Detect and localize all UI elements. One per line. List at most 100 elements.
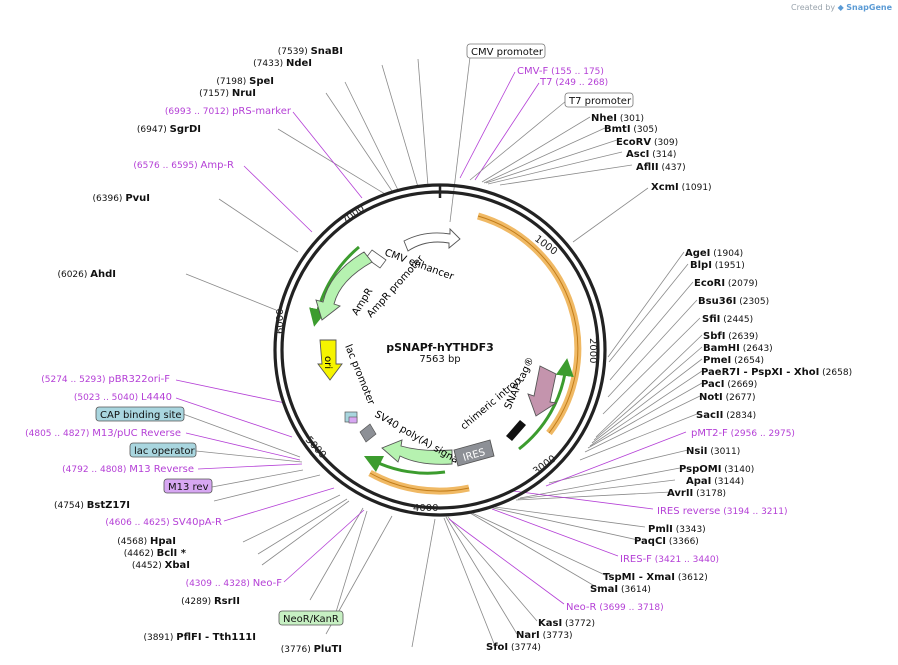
primer-sites: (6993 .. 7012) pRS-marker (6576 .. 6595) …: [25, 66, 795, 613]
neo-orange-arc-inner: [369, 472, 470, 492]
site-nsii: NsiI (3011): [686, 446, 740, 457]
site-nhei: NheI (301): [591, 113, 644, 124]
tick-7000: 7000: [340, 203, 367, 227]
site-sgrdi: (6947) SgrDI: [137, 124, 201, 135]
ampr-promoter-box: [365, 249, 387, 269]
site-ndei: (7433) NdeI: [253, 58, 312, 69]
ori-label: ori: [322, 356, 333, 369]
neo-orange-arc: [368, 469, 470, 495]
feature-box-neor-kanr[interactable]: NeoR/KanR: [278, 610, 344, 626]
site-bcli: (4462) BclI *: [124, 548, 187, 559]
primer-neo-f: (4309 .. 4328) Neo-F: [186, 578, 283, 589]
site-blpi: BlpI (1951): [690, 260, 745, 271]
lac-small-elements: [344, 411, 377, 443]
feature-box-cap-binding-site[interactable]: CAP binding site: [95, 406, 185, 422]
primer-t7: T7 (249 .. 268): [539, 77, 608, 88]
primer-leaders: [175, 71, 687, 605]
site-bstz17i: (4754) BstZ17I: [54, 500, 130, 511]
site-bmti: BmtI (305): [604, 124, 658, 135]
site-ecorv: EcoRV (309): [616, 137, 678, 148]
snapgene-logo-icon: ◆: [837, 3, 844, 12]
site-asci: AscI (314): [626, 149, 676, 160]
site-tspmi-xmai: TspMI - XmaI (3612): [603, 572, 708, 583]
site-smai: SmaI (3614): [590, 584, 651, 595]
feature-box-m13-rev[interactable]: M13 rev: [163, 478, 213, 494]
site-sbfi: SbfI (2639): [703, 331, 758, 342]
credit-text: Created by: [791, 3, 836, 12]
svg-text:T7 promoter: T7 promoter: [568, 96, 632, 107]
primer-neo-r: Neo-R (3699 .. 3718): [566, 602, 664, 613]
primer-l4440: (5023 .. 5040) L4440: [74, 392, 172, 403]
site-pspomi: PspOMI (3140): [679, 464, 754, 475]
ori-arrow: ori: [317, 339, 343, 381]
enzyme-leaders: [185, 58, 703, 648]
site-pluti: (3776) PluTI: [281, 644, 342, 655]
neo-green-arc: [363, 455, 446, 475]
site-pmei: PmeI (2654): [703, 355, 764, 366]
site-paci: PacI (2669): [701, 379, 757, 390]
site-apai: ApaI (3144): [686, 476, 744, 487]
site-noti: NotI (2677): [699, 392, 756, 403]
svg-text:NeoR/KanR: NeoR/KanR: [283, 614, 339, 625]
snap-orange-arc-inner: [477, 215, 579, 434]
box-leaders: [182, 56, 567, 613]
site-hpai: (4568) HpaI: [117, 536, 176, 547]
site-snabi: (7539) SnaBI: [278, 46, 343, 57]
tick-3000: 3000: [531, 454, 558, 478]
primer-cmv-f: CMV-F (155 .. 175): [517, 66, 604, 77]
site-pflfi-tth111i: (3891) PflFI - Tth111I: [143, 632, 256, 643]
site-paqci: PaqCI (3366): [634, 536, 699, 547]
site-sfoi: SfoI (3774): [486, 642, 541, 653]
site-aflii: AflII (437): [636, 162, 686, 173]
lac-promoter-label: lac promoter: [342, 343, 377, 407]
site-pmli: PmlI (3343): [648, 524, 706, 535]
site-xcmi: XcmI (1091): [651, 182, 712, 193]
primer-amp-r: (6576 .. 6595) Amp-R: [133, 160, 234, 171]
tick-2000: 2000: [587, 338, 598, 363]
tick-4000: 4000: [413, 503, 438, 514]
site-pvui: (6396) PvuI: [93, 193, 150, 204]
plasmid-name: pSNAPf-hYTHDF3: [386, 341, 494, 354]
primer-pbr322ori-f: (5274 .. 5293) pBR322ori-F: [41, 374, 170, 385]
feature-box-t7-promoter[interactable]: T7 promoter: [564, 92, 634, 108]
primer-sv40pa-r: (4606 .. 4625) SV40pA-R: [105, 517, 222, 528]
site-ecori: EcoRI (2079): [694, 278, 758, 289]
site-bsu36i: Bsu36I (2305): [698, 296, 769, 307]
tick-6000: 6000: [275, 309, 286, 334]
site-bamhi: BamHI (2643): [703, 343, 773, 354]
site-agei: AgeI (1904): [685, 248, 743, 259]
cmv-enhancer-arrow: CMV enhancer: [383, 227, 461, 283]
primer-m13-reverse: (4792 .. 4808) M13 Reverse: [62, 464, 194, 475]
primer-ires-f: IRES-F (3421 .. 3440): [620, 554, 719, 565]
feature-box-cmv-promoter[interactable]: CMV promoter: [466, 43, 546, 59]
site-ahdi: (6026) AhdI: [57, 269, 116, 280]
site-nari: NarI (3773): [516, 630, 573, 641]
snapgene-credit: Created by ◆ SnapGene: [791, 3, 892, 12]
svg-text:M13 rev: M13 rev: [168, 482, 209, 493]
primer-prs-marker: (6993 .. 7012) pRS-marker: [165, 106, 292, 117]
feature-box-lac-operator[interactable]: lac operator: [129, 442, 197, 458]
site-kasi: KasI (3772): [538, 618, 595, 629]
svg-text:lac operator: lac operator: [134, 446, 195, 457]
site-sfii: SfiI (2445): [702, 314, 753, 325]
primer-m13-puc-reverse: (4805 .. 4827) M13/pUC Reverse: [25, 428, 181, 439]
plasmid-length: 7563 bp: [419, 354, 460, 365]
snapgene-brand: SnapGene: [846, 3, 892, 12]
site-rsrii: (4289) RsrII: [181, 596, 240, 607]
site-nrui: (7157) NruI: [199, 88, 256, 99]
site-spei: (7198) SpeI: [216, 76, 274, 87]
primer-pmt2-f: pMT2-F (2956 .. 2975): [691, 428, 795, 439]
restriction-sites: (7539) SnaBI(7433) NdeI (7198) SpeI(7157)…: [54, 46, 852, 655]
site-sacii: SacII (2834): [696, 410, 756, 421]
ampr-feature-arrow: AmpR AmpR promoter: [315, 251, 427, 321]
svg-text:CMV promoter: CMV promoter: [471, 47, 544, 58]
ires-box: IRES: [453, 439, 495, 467]
ampr-arc: [309, 245, 360, 327]
site-paer7i-pspxi-xhoi: PaeR7I - PspXI - XhoI (2658): [701, 367, 852, 378]
site-avrii: AvrII (3178): [667, 488, 726, 499]
sv40-polya-arrow: SV40 poly(A) signal: [373, 409, 463, 467]
svg-text:CAP binding site: CAP binding site: [100, 410, 182, 421]
snap-green-arc: [518, 358, 574, 451]
primer-ires-reverse: IRES reverse (3194 .. 3211): [657, 506, 787, 517]
